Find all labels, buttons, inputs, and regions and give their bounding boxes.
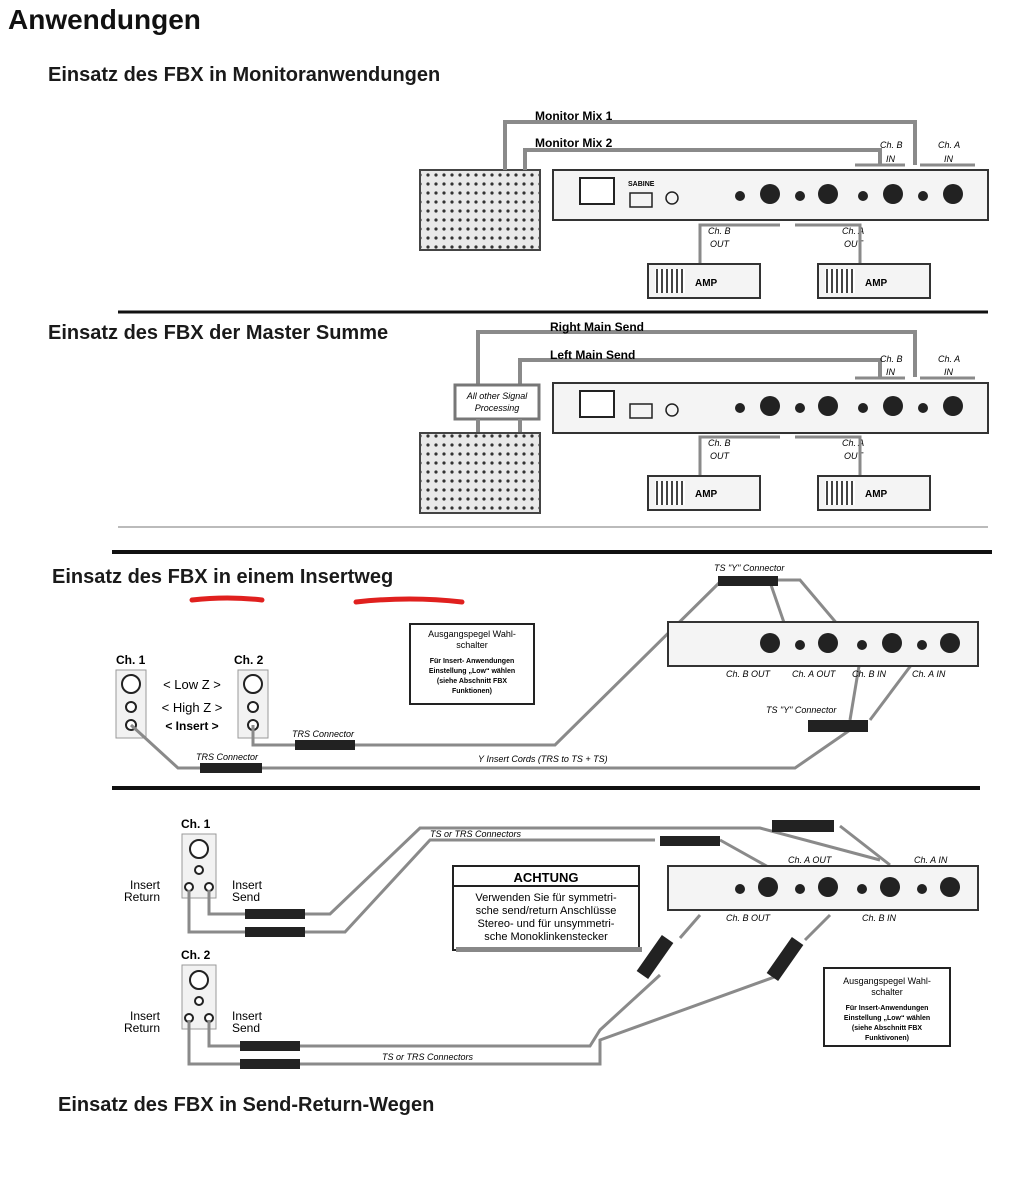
svg-text:(siehe Abschnitt FBX: (siehe Abschnitt FBX — [852, 1025, 922, 1032]
svg-text:IN: IN — [944, 154, 954, 164]
svg-text:IN: IN — [944, 367, 954, 377]
right-main-send-label: Right Main Send — [550, 320, 644, 334]
svg-text:(siehe Abschnitt FBX: (siehe Abschnitt FBX — [437, 678, 507, 685]
svg-text:Ausgangspegel Wahl-: Ausgangspegel Wahl- — [428, 629, 516, 639]
svg-text:Processing: Processing — [475, 403, 520, 413]
ausgangspegel-note — [409, 623, 535, 705]
svg-text:Für Insert- Anwendungen: Für Insert- Anwendungen — [430, 658, 515, 665]
svg-text:< High Z >: < High Z > — [162, 700, 223, 715]
svg-text:Ch. A OUT: Ch. A OUT — [792, 669, 837, 679]
svg-text:Stereo- und für unsymmetri-: Stereo- und für unsymmetri- — [478, 918, 615, 930]
svg-text:Ch. B: Ch. B — [880, 354, 903, 364]
section-send-return-heading: Einsatz des FBX in Send-Return-Wegen — [58, 1094, 435, 1116]
svg-text:OUT: OUT — [844, 451, 865, 461]
svg-text:Ch. A OUT: Ch. A OUT — [788, 855, 833, 865]
brand-label: SABINE — [628, 181, 655, 188]
svg-text:Send: Send — [232, 1021, 260, 1035]
svg-text:Für Insert-Anwendungen: Für Insert-Anwendungen — [846, 1005, 929, 1012]
ch-b-in-label: Ch. B — [880, 140, 903, 150]
ch-a-in-label: Ch. A — [938, 140, 960, 150]
svg-text:schalter: schalter — [871, 987, 903, 997]
trs-connector-label: TRS Connector — [292, 729, 355, 739]
svg-text:AMP: AMP — [865, 489, 888, 500]
svg-text:Ch. 2: Ch. 2 — [234, 653, 264, 667]
section-master-heading: Einsatz des FBX der Master Summe — [48, 322, 389, 344]
svg-text:Ch. B IN: Ch. B IN — [862, 913, 897, 923]
section2-diagram: Right Main Send Left Main Send Ch. B IN … — [419, 320, 989, 514]
svg-text:Insert: Insert — [232, 878, 263, 892]
svg-text:Ch. A: Ch. A — [842, 438, 864, 448]
ts-trs-bottom-label: TS or TRS Connectors — [382, 1052, 474, 1062]
svg-text:Ch. B: Ch. B — [708, 438, 731, 448]
svg-text:Insert: Insert — [232, 1009, 263, 1023]
svg-text:Funktivonen): Funktivonen) — [865, 1035, 909, 1042]
svg-text:Einstellung „Low“ wählen: Einstellung „Low“ wählen — [429, 668, 515, 675]
svg-text:Einstellung „Low“ wählen: Einstellung „Low“ wählen — [844, 1015, 930, 1022]
mixer-console — [419, 169, 541, 251]
ch-a-out-label: Ch. A — [842, 226, 864, 236]
svg-text:schalter: schalter — [456, 640, 488, 650]
monitor-mix-2-label: Monitor Mix 2 — [535, 136, 613, 150]
svg-text:Ausgangspegel Wahl-: Ausgangspegel Wahl- — [843, 976, 931, 986]
svg-text:AMP: AMP — [695, 489, 718, 500]
svg-text:sche Monoklinkenstecker: sche Monoklinkenstecker — [484, 931, 608, 943]
svg-text:< Low Z >: < Low Z > — [163, 677, 221, 692]
svg-text:Funktionen): Funktionen) — [452, 688, 492, 695]
svg-text:Send: Send — [232, 890, 260, 904]
svg-text:Ch. 1: Ch. 1 — [181, 817, 211, 831]
monitor-mix-1-label: Monitor Mix 1 — [535, 109, 613, 123]
svg-text:Ch. A IN: Ch. A IN — [912, 669, 946, 679]
svg-text:OUT: OUT — [844, 239, 865, 249]
svg-text:Verwenden Sie für symmetri-: Verwenden Sie für symmetri- — [475, 892, 617, 904]
section3-diagram: Ch. 1 Ch. 2 < Low Z > < High Z > < Inser… — [115, 563, 979, 773]
fbx-ports — [735, 184, 963, 204]
ts-trs-top-label: TS or TRS Connectors — [430, 829, 522, 839]
section-insert-heading: Einsatz des FBX in einem Insertweg — [52, 566, 394, 588]
section4-diagram: Ch. 1 Insert Return Insert Send Ch. 2 In… — [124, 817, 979, 1069]
svg-text:IN: IN — [886, 367, 896, 377]
svg-text:AMP: AMP — [865, 278, 888, 289]
svg-text:ACHTUNG: ACHTUNG — [514, 870, 579, 885]
svg-text:Ch. A IN: Ch. A IN — [914, 855, 948, 865]
achtung-note — [452, 865, 640, 951]
section-monitor-heading: Einsatz des FBX in Monitoranwendungen — [48, 64, 441, 86]
y-insert-cords-label: Y Insert Cords (TRS to TS + TS) — [478, 754, 608, 764]
page-title: Anwendungen — [8, 4, 201, 35]
svg-text:All other Signal: All other Signal — [466, 391, 529, 401]
y-connector-bottom-label: TS "Y" Connector — [766, 705, 837, 715]
svg-text:Return: Return — [124, 890, 160, 904]
ausgangspegel-note-2 — [823, 967, 951, 1047]
svg-text:TRS Connector: TRS Connector — [196, 752, 259, 762]
svg-text:IN: IN — [886, 154, 896, 164]
svg-text:Ch. 2: Ch. 2 — [181, 948, 211, 962]
svg-text:sche send/return Anschlüsse: sche send/return Anschlüsse — [476, 905, 617, 917]
svg-text:Ch. 1: Ch. 1 — [116, 653, 146, 667]
svg-text:Ch. B OUT: Ch. B OUT — [726, 669, 772, 679]
svg-text:OUT: OUT — [710, 239, 731, 249]
mixer-console-2 — [419, 432, 541, 514]
svg-text:Ch. B IN: Ch. B IN — [852, 669, 887, 679]
ch-b-out-label: Ch. B — [708, 226, 731, 236]
svg-text:Insert: Insert — [130, 878, 161, 892]
svg-text:Insert: Insert — [130, 1009, 161, 1023]
svg-text:Ch. B OUT: Ch. B OUT — [726, 913, 772, 923]
y-connector-top-label: TS "Y" Connector — [714, 563, 785, 573]
svg-text:Return: Return — [124, 1021, 160, 1035]
left-main-send-label: Left Main Send — [550, 348, 635, 362]
other-processing-box — [453, 383, 541, 421]
section1-diagram: Monitor Mix 1 Monitor Mix 2 Ch. B IN Ch.… — [419, 109, 989, 299]
svg-text:< Insert >: < Insert > — [165, 719, 218, 733]
svg-text:OUT: OUT — [710, 451, 731, 461]
amp-label: AMP — [695, 278, 718, 289]
svg-text:Ch. A: Ch. A — [938, 354, 960, 364]
